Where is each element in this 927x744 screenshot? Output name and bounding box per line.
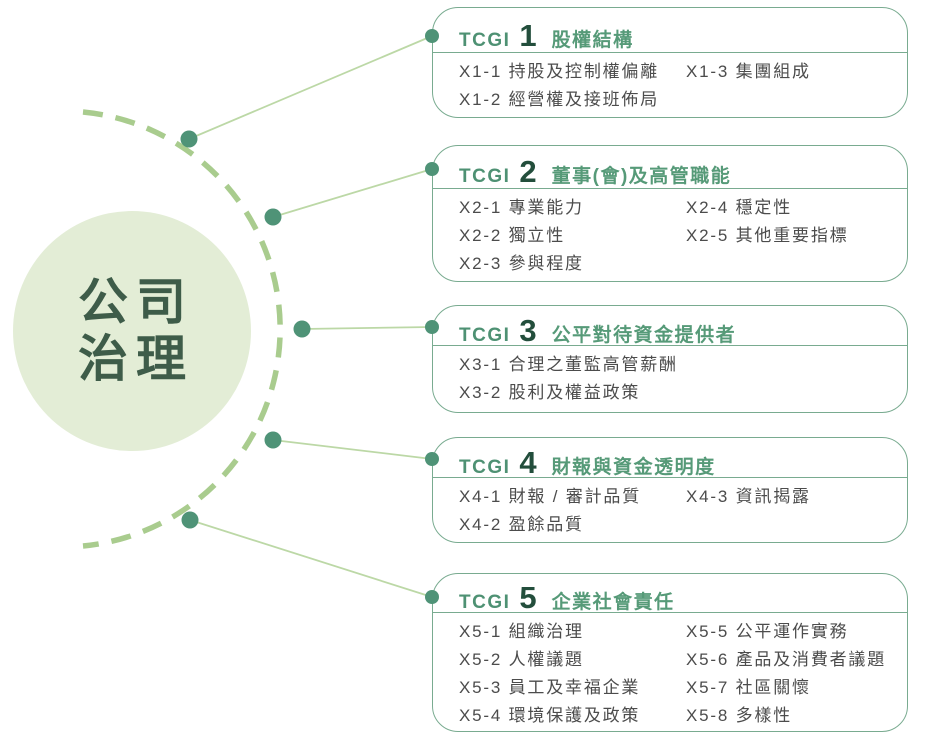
arc-dot-4 [264, 431, 282, 449]
items-column-2: X5-5 公平運作實務 X5-6 產品及消費者議題 X5-7 社區關懷 X5-8… [686, 618, 897, 730]
box-title: 董事(會)及高管職能 [551, 166, 732, 187]
indicator-item: X3-1 合理之董監高管薪酬 [459, 355, 678, 374]
arc-dot-2 [264, 208, 282, 226]
tcgi-number: 2 [519, 154, 537, 189]
hub-title-line2: 治理 [78, 331, 194, 387]
items-column-2: X4-3 資訊揭露 [686, 483, 897, 539]
hub-title-line1: 公司 [78, 274, 194, 330]
hub-title: 公司 治理 [70, 274, 194, 388]
indicator-item: X1-2 經營權及接班佈局 [459, 90, 660, 109]
tcgi-number: 4 [519, 445, 537, 480]
category-box-tcgi-2: TCGI 2 董事(會)及高管職能 X2-1 專業能力 X2-2 獨立性 X2-… [432, 145, 908, 282]
box-body-4: X4-1 財報 / 審計品質 X4-2 盈餘品質 X4-3 資訊揭露 [433, 478, 907, 539]
category-box-tcgi-4: TCGI 4 財報與資金透明度 X4-1 財報 / 審計品質 X4-2 盈餘品質… [432, 437, 908, 543]
items-column-2: X2-4 穩定性 X2-5 其他重要指標 [686, 194, 897, 278]
tcgi-number: 1 [519, 18, 537, 53]
box-header-1: TCGI 1 股權結構 [433, 8, 907, 53]
indicator-item: X2-2 獨立性 [459, 226, 566, 245]
arc-dot-3 [293, 320, 311, 338]
indicator-item: X2-1 專業能力 [459, 198, 584, 217]
tcgi-prefix: TCGI [459, 457, 511, 478]
items-column-1: X1-1 持股及控制權偏離 X1-2 經營權及接班佈局 [459, 58, 686, 114]
box-body-1: X1-1 持股及控制權偏離 X1-2 經營權及接班佈局 X1-3 集團組成 [433, 53, 907, 114]
category-box-tcgi-3: TCGI 3 公平對待資金提供者 X3-1 合理之董監高管薪酬 X3-2 股利及… [432, 305, 908, 413]
tcgi-number: 5 [519, 580, 537, 615]
items-column-1: X2-1 專業能力 X2-2 獨立性 X2-3 參與程度 [459, 194, 686, 278]
tcgi-number: 3 [519, 313, 537, 348]
indicator-item: X1-1 持股及控制權偏離 [459, 62, 660, 81]
box-title: 公平對待資金提供者 [551, 325, 737, 346]
indicator-item: X4-3 資訊揭露 [686, 487, 811, 506]
indicator-item: X5-1 組織治理 [459, 622, 584, 641]
indicator-item: X5-6 產品及消費者議題 [686, 650, 887, 669]
indicator-item: X2-4 穩定性 [686, 198, 793, 217]
category-box-tcgi-1: TCGI 1 股權結構 X1-1 持股及控制權偏離 X1-2 經營權及接班佈局 … [432, 7, 908, 118]
arc-dot-1 [180, 130, 198, 148]
hub-circle: 公司 治理 [13, 211, 251, 451]
box-header-3: TCGI 3 公平對待資金提供者 [433, 306, 907, 346]
box-header-5: TCGI 5 企業社會責任 [433, 574, 907, 613]
indicator-item: X5-3 員工及幸福企業 [459, 678, 641, 697]
indicator-item: X5-8 多樣性 [686, 706, 793, 725]
connector-line-5 [189, 519, 433, 598]
items-column-1: X4-1 財報 / 審計品質 X4-2 盈餘品質 [459, 483, 686, 539]
connector-line-1 [188, 35, 433, 140]
box-body-3: X3-1 合理之董監高管薪酬 X3-2 股利及權益政策 [433, 346, 907, 407]
tcgi-prefix: TCGI [459, 325, 511, 346]
box-body-2: X2-1 專業能力 X2-2 獨立性 X2-3 參與程度 X2-4 穩定性 X2… [433, 189, 907, 278]
box-header-2: TCGI 2 董事(會)及高管職能 [433, 146, 907, 189]
indicator-item: X4-1 財報 / 審計品質 [459, 487, 642, 506]
indicator-item: X5-7 社區關懷 [686, 678, 811, 697]
connector-line-2 [272, 168, 433, 218]
indicator-item: X2-3 參與程度 [459, 254, 584, 273]
box-title: 企業社會責任 [551, 592, 675, 613]
box-title: 股權結構 [551, 30, 634, 51]
items-column-1: X5-1 組織治理 X5-2 人權議題 X5-3 員工及幸福企業 X5-4 環境… [459, 618, 686, 730]
indicator-item: X2-5 其他重要指標 [686, 226, 849, 245]
items-column-2: X1-3 集團組成 [686, 58, 897, 114]
box-body-5: X5-1 組織治理 X5-2 人權議題 X5-3 員工及幸福企業 X5-4 環境… [433, 613, 907, 730]
items-column-1: X3-1 合理之董監高管薪酬 X3-2 股利及權益政策 [459, 351, 686, 407]
indicator-item: X5-5 公平運作實務 [686, 622, 849, 641]
arc-dot-5 [181, 511, 199, 529]
connector-line-4 [272, 439, 433, 460]
indicator-item: X1-3 集團組成 [686, 62, 811, 81]
indicator-item: X3-2 股利及權益政策 [459, 383, 641, 402]
indicator-item: X4-2 盈餘品質 [459, 515, 584, 534]
indicator-item: X5-4 環境保護及政策 [459, 706, 641, 725]
connector-line-3 [301, 326, 433, 330]
box-title: 財報與資金透明度 [551, 457, 716, 478]
indicator-item: X5-2 人權議題 [459, 650, 584, 669]
category-box-tcgi-5: TCGI 5 企業社會責任 X5-1 組織治理 X5-2 人權議題 X5-3 員… [432, 573, 908, 732]
tcgi-prefix: TCGI [459, 166, 511, 187]
tcgi-prefix: TCGI [459, 592, 511, 613]
box-header-4: TCGI 4 財報與資金透明度 [433, 438, 907, 478]
tcgi-prefix: TCGI [459, 30, 511, 51]
